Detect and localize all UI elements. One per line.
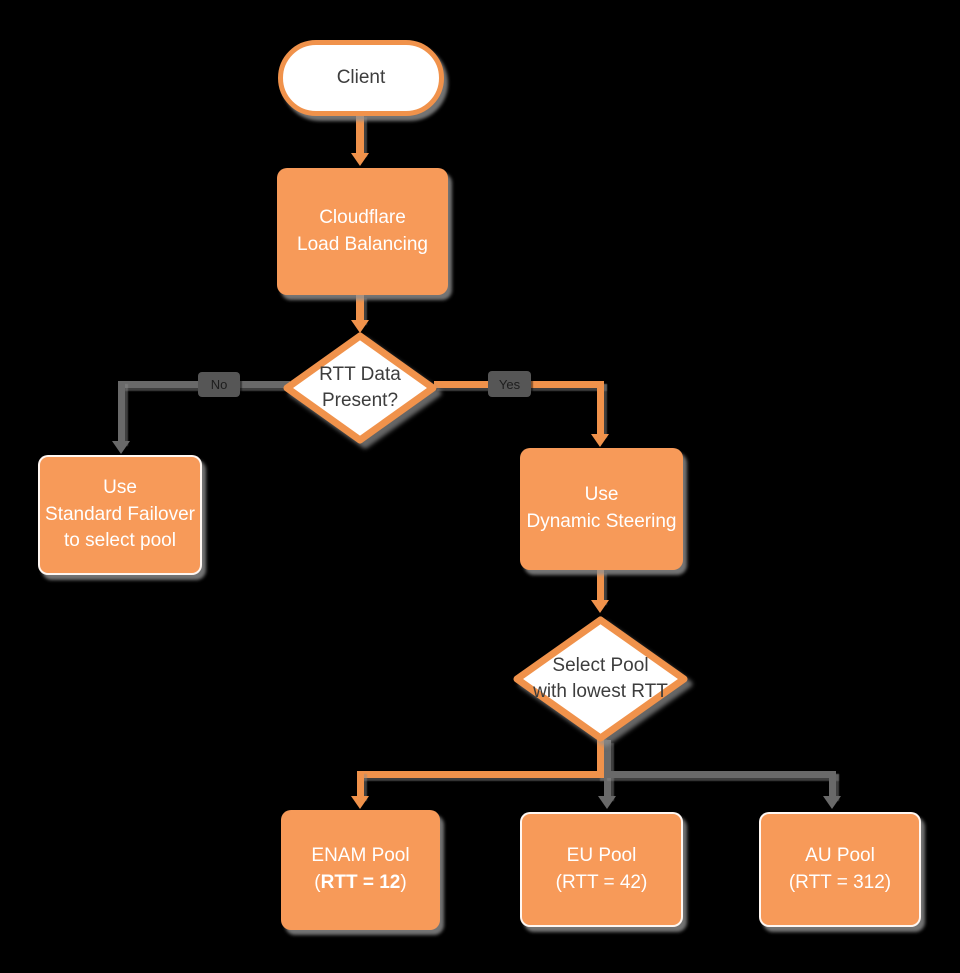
- enam-paren-close: ): [400, 872, 407, 893]
- connector-select-pool-stem: [597, 736, 604, 778]
- connector-dynamic-to-select-pool: [597, 570, 604, 602]
- arrowhead-icon: [351, 796, 369, 809]
- arrowhead-icon: [112, 441, 130, 454]
- connector-to-eu-vertical: [604, 740, 611, 798]
- edge-label-no: No: [198, 372, 240, 397]
- node-cloudflare-load-balancing: Cloudflare Load Balancing: [277, 168, 448, 295]
- node-rtt-decision-label: RTT Data Present?: [319, 364, 401, 411]
- connector-no-vertical: [118, 381, 125, 443]
- node-use-standard-failover: Use Standard Failover to select pool: [38, 455, 202, 575]
- node-client-label: Client: [336, 66, 386, 88]
- diamond-shape: [283, 332, 437, 444]
- connector-client-to-cloudflare: [356, 114, 364, 154]
- enam-paren-open: (: [314, 872, 321, 893]
- connector-cloudflare-to-rtt-decision: [356, 295, 364, 322]
- node-au-pool: AU Pool (RTT = 312): [759, 812, 921, 927]
- node-select-pool-decision: Select Pool with lowest RTT: [513, 616, 688, 742]
- node-cloudflare-label: Cloudflare Load Balancing: [297, 206, 428, 255]
- diamond-shape: [513, 616, 688, 742]
- arrowhead-icon: [591, 600, 609, 613]
- node-use-dynamic-steering: Use Dynamic Steering: [520, 448, 683, 570]
- connector-to-au-horizontal: [604, 771, 836, 778]
- node-au-pool-label: AU Pool (RTT = 312): [788, 844, 892, 893]
- edge-label-yes: Yes: [488, 371, 531, 397]
- arrowhead-icon: [591, 434, 609, 447]
- connector-to-enam-horizontal: [357, 771, 604, 778]
- node-select-pool-label: Select Pool with lowest RTT: [533, 655, 668, 702]
- arrowhead-icon: [351, 153, 369, 166]
- enam-pool-line2: (RTT = 12): [311, 870, 409, 897]
- node-enam-pool: ENAM Pool (RTT = 12): [281, 810, 440, 930]
- arrowhead-icon: [823, 796, 841, 809]
- arrowhead-icon: [351, 320, 369, 333]
- node-client: Client: [278, 40, 444, 116]
- edge-label-no-text: No: [210, 377, 228, 392]
- node-eu-pool: EU Pool (RTT = 42): [520, 812, 683, 927]
- enam-pool-line1: ENAM Pool: [311, 845, 410, 867]
- node-eu-pool-label: EU Pool (RTT = 42): [555, 844, 648, 893]
- node-rtt-data-present-decision: RTT Data Present?: [283, 332, 437, 444]
- edge-label-yes-text: Yes: [498, 376, 521, 392]
- connector-to-enam-vertical: [357, 771, 364, 798]
- node-dynamic-label: Use Dynamic Steering: [526, 484, 677, 532]
- node-enam-pool-label: ENAM Pool (RTT = 12): [311, 843, 409, 897]
- arrowhead-icon: [598, 796, 616, 809]
- connector-yes-vertical: [597, 381, 604, 435]
- node-failover-label: Use Standard Failover to select pool: [45, 476, 195, 552]
- enam-rtt-value: RTT = 12: [320, 872, 401, 893]
- connector-to-au-vertical: [829, 771, 836, 798]
